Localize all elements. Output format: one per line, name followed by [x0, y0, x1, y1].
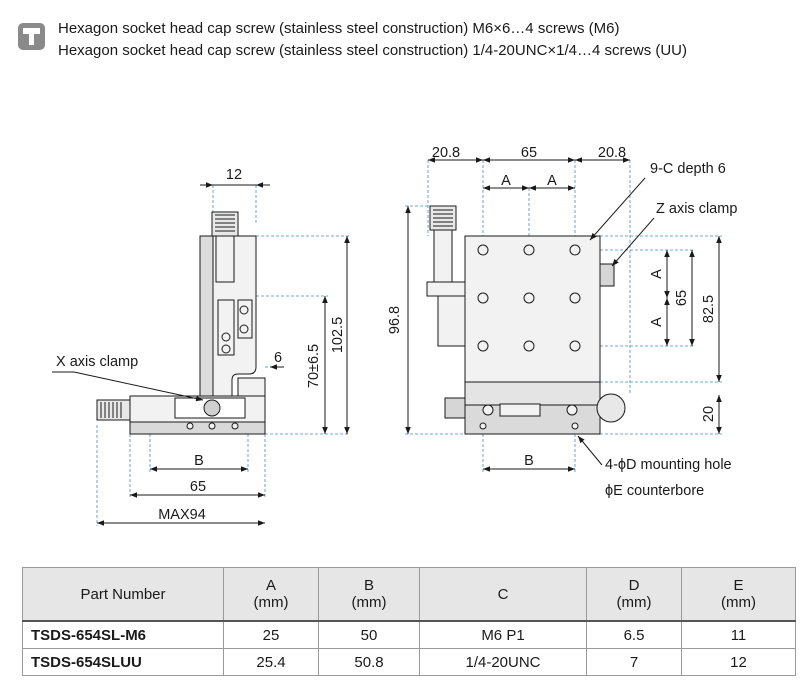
header-a: A(mm) [223, 567, 319, 622]
dim-offset-6: 6 [274, 350, 282, 366]
cell-e: 12 [681, 648, 796, 676]
dim-vertical-65: 65 [674, 290, 690, 306]
label-counterbore: ϕE counterbore [605, 483, 704, 499]
dim-width-12: 12 [226, 167, 242, 183]
dim-a-left: A [501, 173, 511, 189]
spec-table: Part Number A(mm) B(mm) C D(mm) E(mm) TS… [22, 567, 796, 676]
technical-drawing: 12 102.5 70±6.5 6 X axis clamp B 65 MAX9… [52, 145, 737, 526]
cell-a: 25 [223, 620, 319, 649]
cell-b: 50 [318, 620, 420, 649]
dim-left-20-8: 20.8 [432, 145, 460, 161]
dim-vertical-20: 20 [701, 406, 717, 422]
cell-a: 25.4 [223, 648, 319, 676]
screw-info-icon [18, 23, 45, 50]
header-line-m6: Hexagon socket head cap screw (stainless… [58, 20, 620, 37]
cell-c: 1/4-20UNC [419, 648, 587, 676]
dim-a-right: A [547, 173, 557, 189]
cell-b: 50.8 [318, 648, 420, 676]
header-part-number: Part Number [22, 567, 224, 622]
table-row: TSDS-654SL-M6 25 50 M6 P1 6.5 11 [22, 620, 796, 649]
table-header-row: Part Number A(mm) B(mm) C D(mm) E(mm) [22, 567, 796, 622]
side-view [52, 182, 350, 526]
dim-front-b: B [524, 453, 534, 469]
dim-right-20-8: 20.8 [598, 145, 626, 161]
dim-side-b: B [194, 453, 204, 469]
cell-e: 11 [681, 620, 796, 649]
header-line-uu: Hexagon socket head cap screw (stainless… [58, 42, 688, 59]
dim-a-lower: A [649, 317, 665, 327]
label-z-axis-clamp: Z axis clamp [656, 201, 737, 217]
dim-top-65: 65 [521, 145, 537, 161]
cell-d: 7 [586, 648, 682, 676]
cell-c: M6 P1 [419, 620, 587, 649]
dim-vertical-82-5: 82.5 [701, 295, 717, 323]
label-9c-depth: 9-C depth 6 [650, 161, 726, 177]
dim-a-upper: A [649, 269, 665, 279]
header-d: D(mm) [586, 567, 682, 622]
dim-height-96-8: 96.8 [387, 306, 403, 334]
cell-part: TSDS-654SL-M6 [22, 620, 224, 649]
dim-side-65: 65 [190, 479, 206, 495]
header-b: B(mm) [318, 567, 420, 622]
dim-height-70: 70±6.5 [306, 344, 322, 388]
header-e: E(mm) [681, 567, 796, 622]
table-row: TSDS-654SLUU 25.4 50.8 1/4-20UNC 7 12 [22, 648, 796, 676]
front-view [405, 157, 722, 472]
cell-part: TSDS-654SLUU [22, 648, 224, 676]
dim-height-102: 102.5 [330, 317, 346, 353]
dim-max-94: MAX94 [158, 507, 206, 523]
label-x-axis-clamp: X axis clamp [56, 354, 138, 370]
cell-d: 6.5 [586, 620, 682, 649]
header-c: C [419, 567, 587, 622]
label-mounting-hole: 4-ϕD mounting hole [605, 457, 732, 473]
